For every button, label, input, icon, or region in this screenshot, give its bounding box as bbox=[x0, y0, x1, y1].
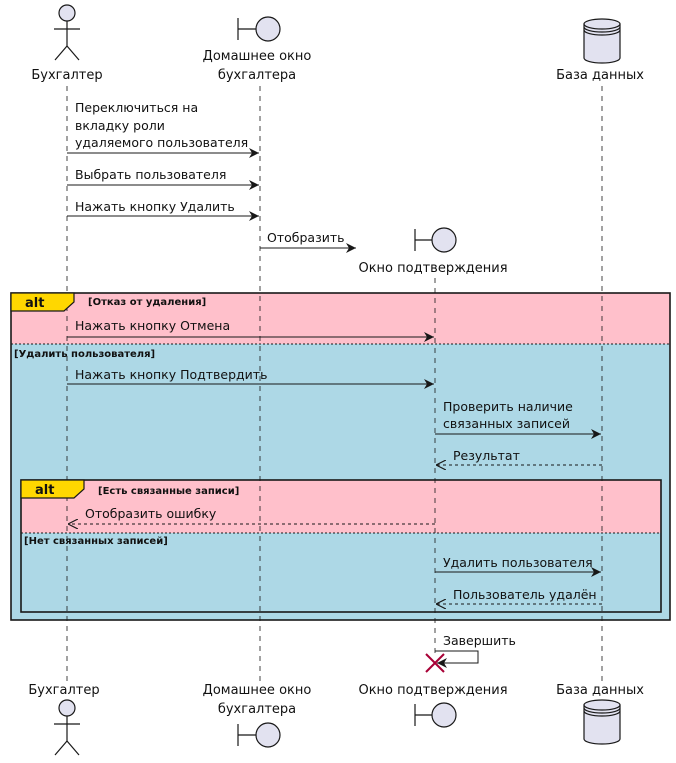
inner-alt-guard-1: [Есть связанные записи] bbox=[98, 486, 239, 497]
boundary-icon bbox=[414, 227, 457, 253]
message-10: Удалить пользователя bbox=[443, 555, 593, 570]
actor-icon bbox=[54, 699, 80, 756]
message-12-arrow bbox=[435, 650, 479, 668]
participant-home-window-bottom-line1: Домашнее окно bbox=[203, 683, 312, 698]
message-3: Нажать кнопку Удалить bbox=[75, 199, 235, 214]
message-7-line2: связанных записей bbox=[443, 416, 570, 431]
participant-accountant-bottom: Бухгалтер bbox=[28, 683, 99, 698]
outer-alt-guard-1: [Отказ от удаления] bbox=[88, 297, 206, 308]
participant-home-window-top-line2: бухгалтера bbox=[218, 68, 296, 83]
message-7-line1: Проверить наличие bbox=[443, 399, 573, 414]
message-1-line1: Переключиться на bbox=[75, 100, 198, 115]
participant-accountant-top: Бухгалтер bbox=[31, 68, 102, 83]
participant-confirm-window-created: Окно подтверждения bbox=[358, 261, 507, 276]
message-4: Отобразить bbox=[267, 230, 345, 245]
outer-alt-tab bbox=[10, 292, 75, 312]
message-8: Результат bbox=[453, 448, 520, 463]
participant-home-window-bottom-line2: бухгалтера bbox=[218, 702, 296, 717]
destroy-icon bbox=[425, 653, 445, 673]
message-12: Завершить bbox=[443, 633, 516, 648]
message-6: Нажать кнопку Подтвердить bbox=[75, 367, 267, 382]
participant-database-top: База данных bbox=[556, 68, 644, 83]
boundary-icon bbox=[414, 702, 457, 728]
boundary-icon bbox=[237, 16, 281, 42]
message-11: Пользователь удалён bbox=[453, 587, 597, 602]
message-5: Нажать кнопку Отмена bbox=[75, 318, 230, 333]
inner-alt-operator: alt bbox=[35, 483, 54, 498]
boundary-icon bbox=[237, 722, 281, 748]
message-2: Выбрать пользователя bbox=[75, 167, 226, 182]
outer-alt-region-1 bbox=[11, 293, 670, 344]
message-1-line3: удаляемого пользователя bbox=[75, 135, 248, 150]
outer-alt-frame bbox=[10, 292, 671, 621]
participant-database-bottom: База данных bbox=[556, 683, 644, 698]
database-icon bbox=[583, 699, 621, 745]
inner-alt-frame bbox=[20, 479, 662, 613]
inner-alt-tab bbox=[20, 479, 85, 499]
outer-alt-guard-2: [Удалить пользователя] bbox=[14, 349, 155, 360]
message-9: Отобразить ошибку bbox=[85, 506, 217, 521]
inner-alt-guard-2: [Нет связанных записей] bbox=[24, 536, 168, 547]
participant-home-window-top-line1: Домашнее окно bbox=[203, 49, 312, 64]
database-icon bbox=[583, 18, 621, 64]
actor-icon bbox=[54, 4, 80, 61]
outer-alt-operator: alt bbox=[25, 296, 44, 311]
message-1-line2: вкладку роли bbox=[75, 118, 165, 133]
participant-confirm-window-bottom: Окно подтверждения bbox=[358, 683, 507, 698]
